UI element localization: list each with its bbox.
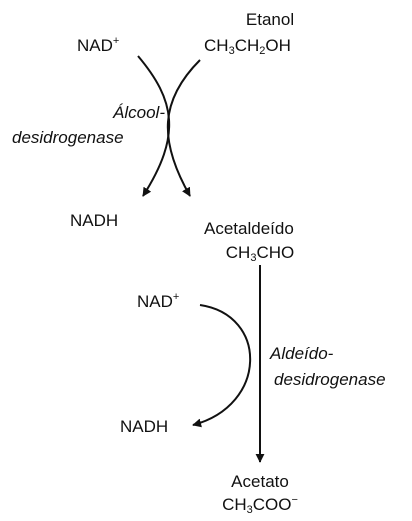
acetate-formula: CH3COO−: [222, 494, 298, 516]
nad-plus-label-2: NAD+: [137, 291, 180, 312]
enzyme-alcohol-dehydrogenase-line1: Álcool-: [113, 103, 165, 122]
ethanol-formula: CH3CH2OH: [204, 36, 291, 57]
ethanol-name: Etanol: [245, 10, 295, 29]
ethanol-to-acetaldehyde-arrow: [166, 59, 201, 197]
nad-to-nadh-arrow-2: [192, 304, 252, 428]
nad-to-nadh-arrow-1: [137, 55, 171, 197]
nad-plus-label-1: NAD+: [77, 35, 120, 56]
nadh-label-1: NADH: [70, 211, 119, 230]
acetate-name: Acetato: [231, 472, 289, 491]
acetaldehyde-formula: CH3CHO: [225, 243, 295, 264]
enzyme-aldehyde-dehydrogenase-line2: desidrogenase: [274, 370, 386, 389]
enzyme-alcohol-dehydrogenase-line2: desidrogenase: [12, 128, 124, 147]
acetaldehyde-name: Acetaldeído: [204, 219, 294, 238]
nadh-label-2: NADH: [120, 417, 169, 436]
enzyme-aldehyde-dehydrogenase-line1: Aldeído-: [270, 344, 334, 363]
